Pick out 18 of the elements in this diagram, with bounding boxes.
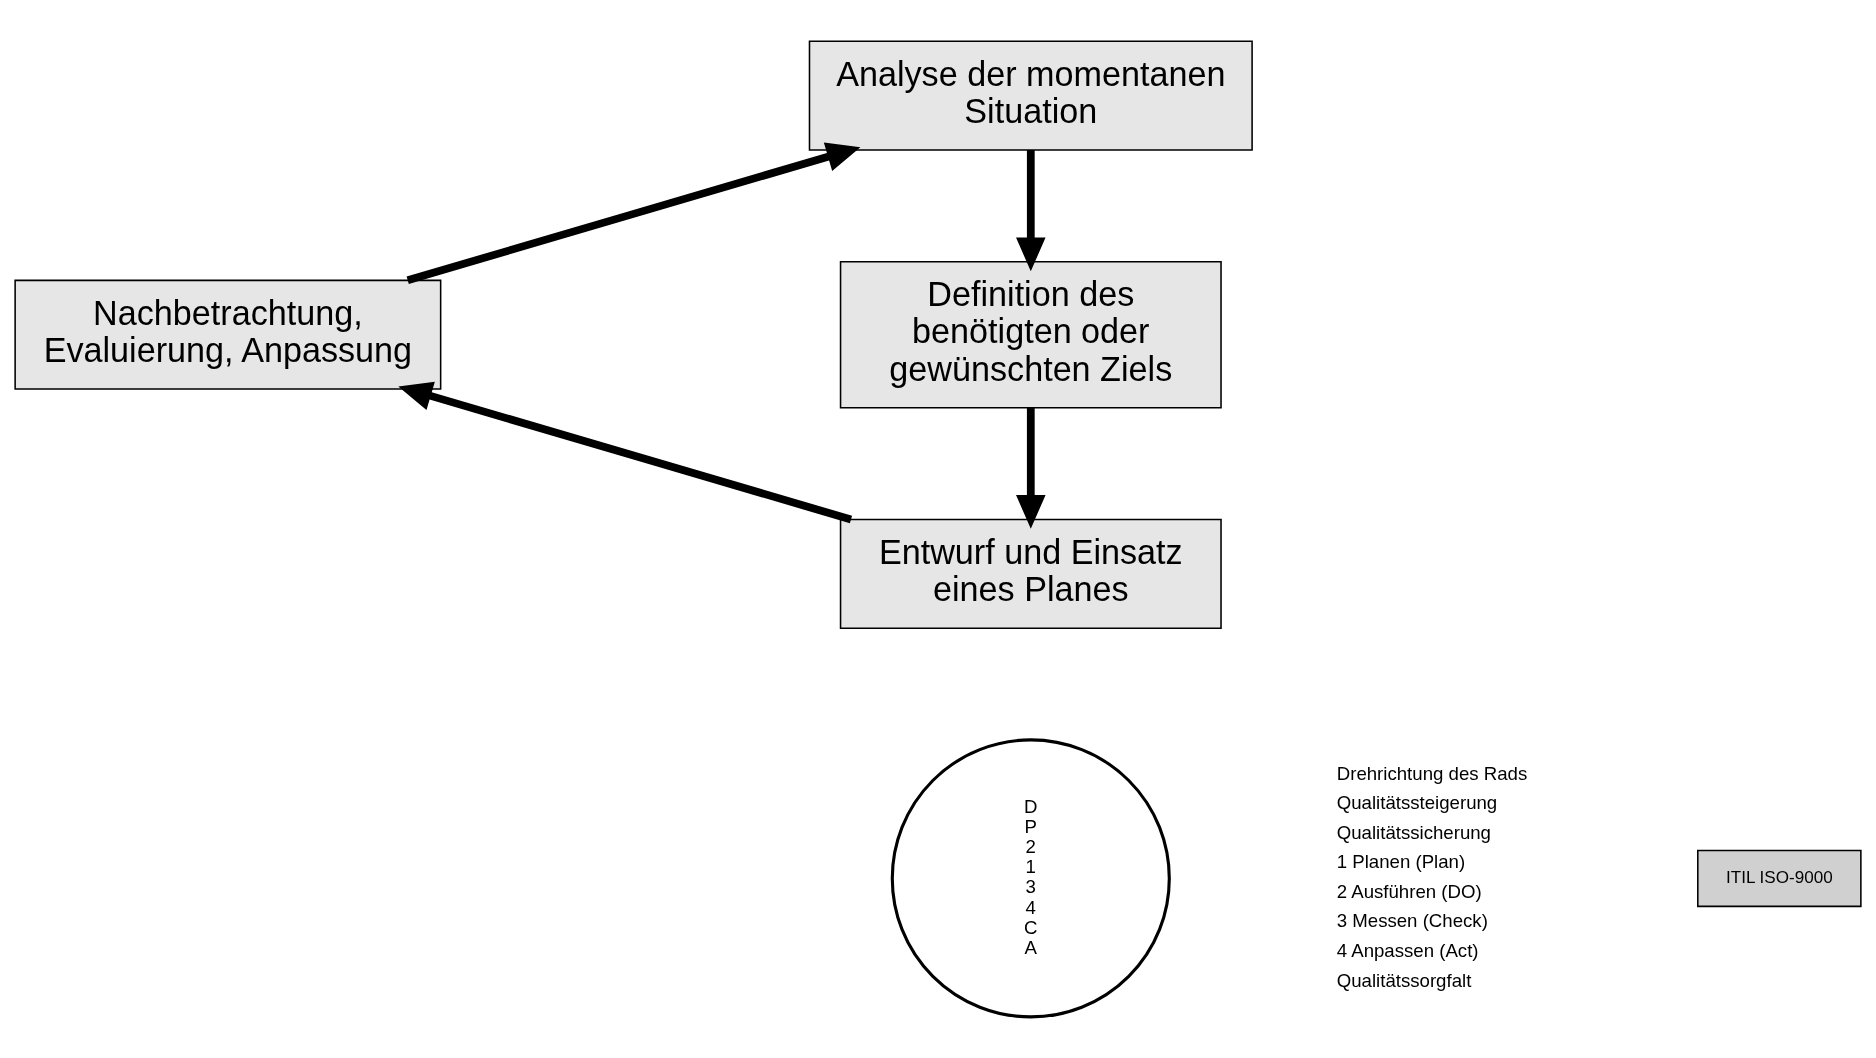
arrow [1016, 407, 1046, 529]
label: 2 Ausführen (DO) [1336, 880, 1482, 902]
arrow [398, 381, 853, 524]
label: 3 Messen (Check) [1336, 910, 1488, 932]
label: Qualitätssteigerung [1336, 792, 1498, 814]
label: Drehrichtung des Rads [1336, 762, 1528, 784]
label: Qualitätssorgfalt [1336, 969, 1472, 991]
node-box: Nachbetrachtung, Evaluierung, Anpassung [14, 279, 442, 390]
arrow [406, 142, 861, 285]
label: Qualitätssicherung [1336, 821, 1491, 843]
node-box: Definition des benötigten oder gewünschten Ziels [839, 260, 1222, 409]
node-box: Analyse der momentanen Situation [808, 40, 1253, 151]
arrow [1016, 150, 1046, 272]
node-circle: D P 2 1 3 4 C A [890, 738, 1171, 1019]
label: 4 Anpassen (Act) [1336, 940, 1479, 961]
node-box: Entwurf und Einsatz eines Planes [839, 518, 1222, 629]
label: 1 Planen (Plan) [1336, 851, 1466, 873]
node-box: ITIL ISO-9000 [1697, 849, 1862, 908]
